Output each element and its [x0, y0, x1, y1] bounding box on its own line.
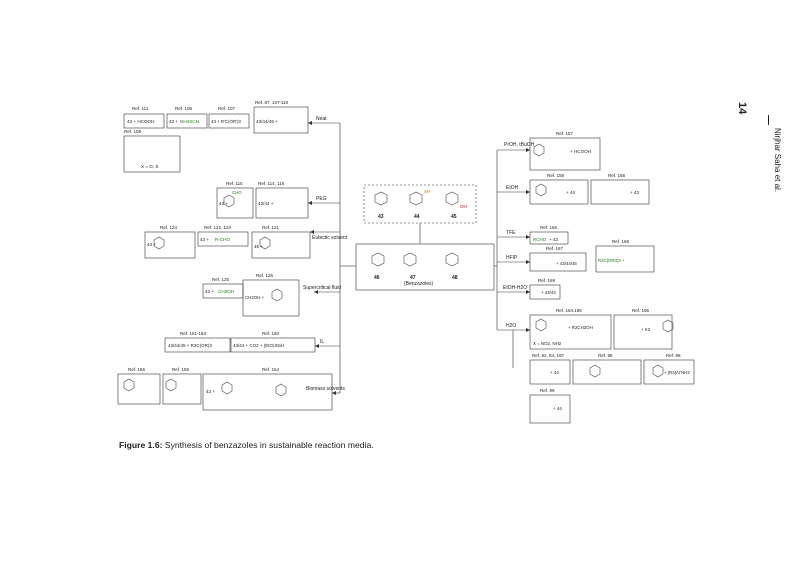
box-87: 43/44/45 + — [256, 119, 278, 124]
box-106b: NH4SCN — [180, 119, 199, 124]
ref-168: Ref. 168 — [612, 239, 630, 244]
center-num-48: 48 — [452, 275, 458, 281]
box-154: 43 + — [206, 389, 215, 394]
ref-169: Ref. 169 — [538, 278, 556, 283]
medium-etoh: EtOH — [506, 185, 519, 191]
box-166a: RCHO — [533, 237, 547, 242]
ref-158a: Ref. 158 — [547, 173, 565, 178]
amine-num-44: 44 — [414, 214, 420, 220]
medium-il: IL — [320, 339, 324, 345]
figure-label: Figure 1.6: — [119, 440, 163, 450]
medium-peg: PEG — [316, 196, 327, 202]
amine-oh: OH — [460, 204, 467, 209]
figure-caption-text: Synthesis of benzazoles in sustainable r… — [162, 440, 374, 450]
ref-155: Ref. 155 — [172, 367, 190, 372]
box-166b: + 43 — [549, 237, 558, 242]
ref-157: Ref. 157 — [556, 131, 574, 136]
ref-115: Ref. 115 — [226, 181, 243, 186]
ref-111: Ref. 111 — [132, 106, 149, 111]
box-194a: + R2CH2OH — [568, 325, 593, 330]
medium-h2o: H2O — [506, 323, 516, 329]
ref-150: Ref. 150 — [262, 331, 280, 336]
box-121: 45 + — [254, 244, 263, 249]
ref-194: Ref. 194,195 — [556, 308, 582, 313]
ref-154: Ref. 154 — [262, 367, 280, 372]
box-124: 43 + — [147, 242, 156, 247]
box-150: 43/44 + CO2 + (EtO)3SiH — [233, 343, 284, 348]
ref-106: Ref. 106 — [175, 106, 193, 111]
box-106a: 43 + — [169, 119, 178, 124]
medium-biomass: Biomass solvents — [306, 386, 345, 392]
box-108: X = O, S — [141, 164, 159, 169]
box-158a: + 44 — [566, 190, 576, 195]
ref-166: Ref. 166 — [540, 225, 558, 230]
medium-neat: Neat — [316, 116, 327, 122]
running-head-author: Nirjhar Saha et al. — [773, 128, 782, 193]
ref-107: Ref. 107 — [218, 106, 236, 111]
ref-125a: Ref. 125 — [212, 277, 230, 282]
medium-proh: PrOH, tBuOH — [504, 142, 535, 148]
ref-99: Ref. 99 — [540, 388, 555, 393]
ref-82: Ref. 82, 84, 197 — [532, 353, 565, 358]
box-167: + 43/44/45 — [556, 261, 577, 266]
box-196: + K2 — [641, 327, 651, 332]
box-114: 43/44 + — [258, 201, 274, 206]
figure-caption: Figure 1.6: Synthesis of benzazoles in s… — [119, 440, 374, 450]
box-125a: 43 + — [205, 289, 214, 294]
box-82: + 44 — [550, 370, 559, 375]
ref-124: Ref. 124 — [160, 225, 178, 230]
page-number: 14 — [736, 102, 748, 115]
medium-tfe: TFE — [506, 230, 516, 236]
ref-167: Ref. 167 — [546, 246, 564, 251]
box-111: 43 + HCOOH — [127, 119, 154, 124]
box-168: R2C(OR3)3 + — [598, 258, 625, 263]
box-115-cho: CHO — [232, 190, 242, 195]
ref-122: Ref. 122, 123 — [204, 225, 232, 230]
box-157: + HCOOH — [570, 149, 591, 154]
amine-num-43: 43 — [378, 214, 384, 220]
header-rule — [768, 115, 769, 125]
medium-etoh-h2o: EtOH-H2O — [503, 285, 527, 291]
box-115: 43 + — [219, 201, 228, 206]
box-158b: + 43 — [630, 190, 640, 195]
box-194b: X = NO2, NH2 — [533, 341, 562, 346]
box-125b: CH3OH — [218, 289, 234, 294]
box-122b: R-CHO — [215, 237, 230, 242]
box-125c: CH2OH + — [245, 295, 265, 300]
center-num-47: 47 — [410, 275, 416, 281]
center-label: (Benzazoles) — [404, 281, 434, 287]
ref-87: Ref. 87, 107-110 — [255, 100, 289, 105]
medium-eutectic: Eutectic solvent — [312, 235, 348, 241]
ref-114: Ref. 114, 116 — [258, 181, 285, 186]
box-107: 43 + R'C(OR')3 — [211, 119, 241, 124]
medium-hfip: HFIP — [506, 255, 518, 261]
ref-158b: Ref. 158 — [608, 173, 626, 178]
box-122a: 43 + — [200, 237, 209, 242]
ref-96: Ref. 96 — [598, 353, 613, 358]
molecule-sketches — [123, 143, 674, 397]
box-99: + 44 — [553, 406, 562, 411]
amine-num-45: 45 — [451, 214, 457, 220]
ref-151: Ref. 151-153 — [180, 331, 207, 336]
amine-sh: SH — [424, 189, 430, 194]
ref-156: Ref. 156 — [128, 367, 146, 372]
ref-98: Ref. 98 — [666, 353, 681, 358]
ref-121: Ref. 121 — [262, 225, 280, 230]
box-98: + (R3)Ar'NH2 — [664, 370, 690, 375]
box-169: + 43/44 — [541, 290, 556, 295]
ref-108: Ref. 108 — [124, 129, 142, 134]
center-num-46: 46 — [374, 275, 380, 281]
medium-supercritical: Supercritical fluid — [303, 285, 341, 291]
ref-196: Ref. 196 — [632, 308, 650, 313]
ref-125b: Ref. 125 — [256, 273, 274, 278]
center-box — [355, 243, 495, 291]
box-151: 43/44/45 + R3C(OR)3 — [168, 343, 212, 348]
